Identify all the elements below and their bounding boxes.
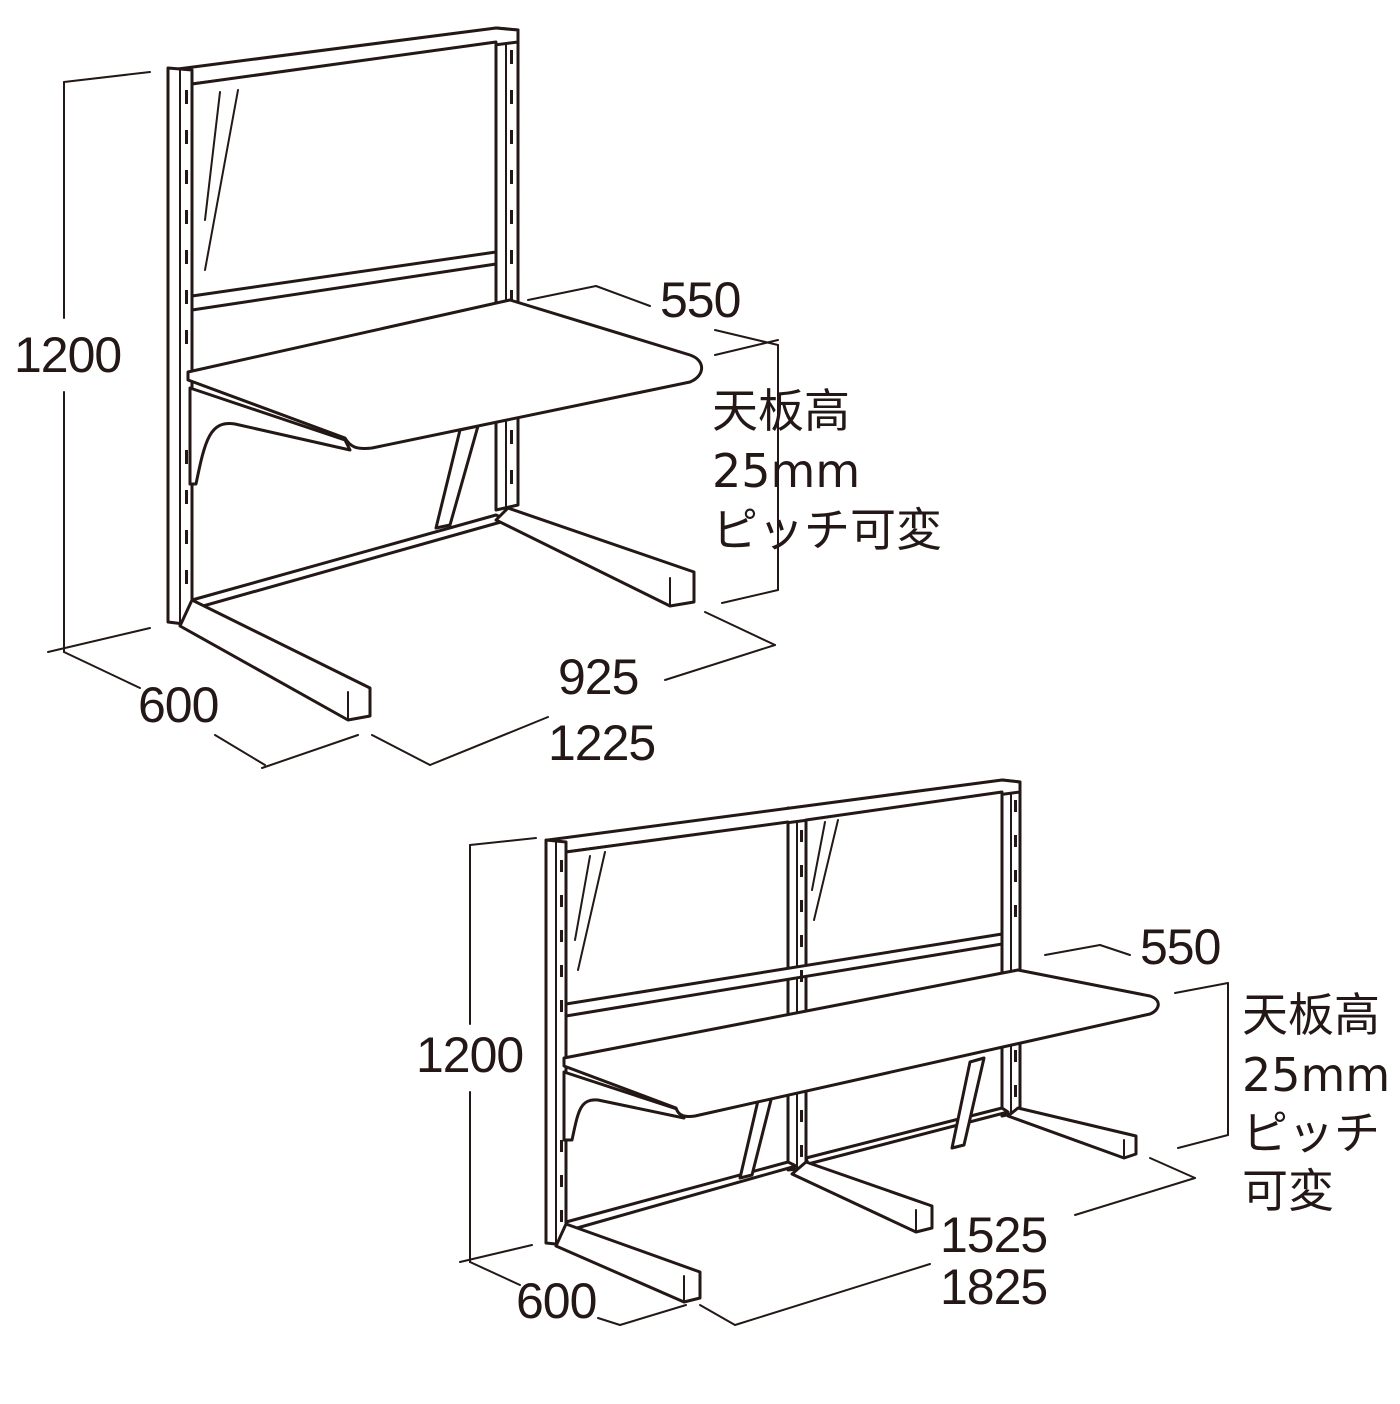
depth-dimension-line — [63, 651, 359, 769]
note-line-2: 25mm — [712, 444, 861, 498]
note-line-1: 天板高 — [712, 384, 850, 438]
width-dimension-line — [371, 611, 776, 766]
right-upright-slots-2 — [1014, 800, 1017, 1097]
note-line-1-2: 天板高 — [1242, 988, 1380, 1042]
width-inner-label: 925 — [558, 649, 639, 705]
top-depth-label: 550 — [660, 272, 741, 328]
height-dimension-line — [47, 71, 151, 653]
note-line-3: ピッチ可変 — [712, 503, 942, 557]
width-inner-label-2: 1525 — [940, 1207, 1048, 1263]
right-upright-slots — [510, 50, 513, 484]
note-line-3-2: ピッチ — [1242, 1106, 1380, 1160]
note-line-2-2: 25mm — [1242, 1048, 1391, 1102]
width-dimension-line-2 — [699, 1157, 1196, 1326]
width-outer-label: 1225 — [548, 715, 656, 771]
depth-dimension-line-2 — [469, 1261, 687, 1326]
depth-label-2: 600 — [516, 1273, 597, 1329]
width-outer-label-2: 1825 — [940, 1259, 1048, 1315]
height-label-2: 1200 — [416, 1027, 524, 1083]
height-label: 1200 — [14, 327, 122, 383]
top-depth-dimension-line-2 — [1044, 944, 1229, 1149]
height-dimension-line-2 — [459, 837, 537, 1263]
top-depth-dimension-line — [527, 285, 779, 604]
single-desk-drawing — [47, 26, 779, 769]
left-upright-slots-2 — [560, 860, 563, 1222]
top-depth-label-2: 550 — [1140, 919, 1221, 975]
left-upright-slots — [185, 90, 188, 584]
note-line-4-2: 可変 — [1242, 1164, 1334, 1218]
double-desk-drawing — [459, 778, 1229, 1326]
depth-label: 600 — [138, 677, 219, 733]
middle-upright-slots — [800, 830, 803, 1157]
